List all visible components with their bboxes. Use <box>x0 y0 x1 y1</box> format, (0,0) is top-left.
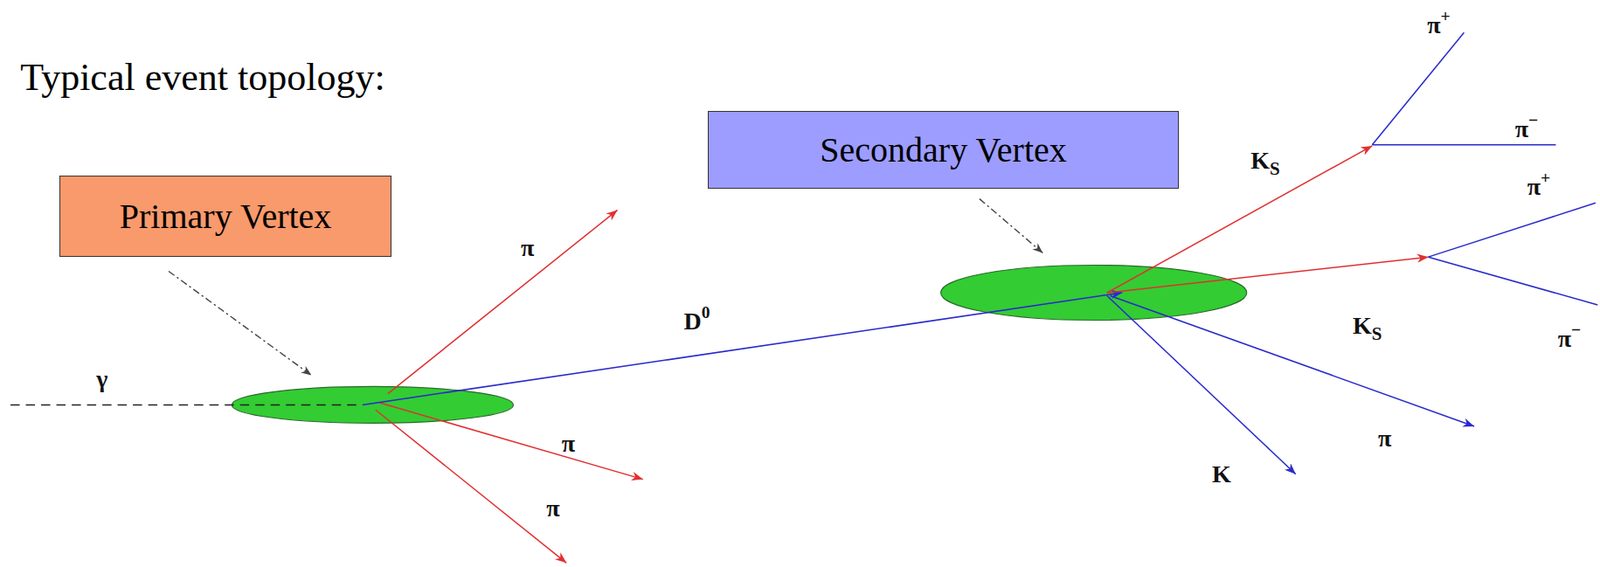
pion-track <box>387 209 618 394</box>
pion-track <box>380 402 644 480</box>
title: Typical event topology: <box>20 56 385 99</box>
pointer-line <box>168 270 312 375</box>
kaon-track <box>1107 296 1296 475</box>
pion-track <box>1428 202 1596 257</box>
callout-box: Primary Vertex <box>59 175 393 257</box>
secondary-vertex-ellipse <box>941 264 1247 320</box>
pointer-line <box>979 199 1043 254</box>
particle-label: γ <box>96 367 108 392</box>
pion-track <box>1109 296 1475 427</box>
particle-label: π− <box>1558 321 1582 352</box>
particle-label: KS <box>1250 148 1280 179</box>
box-label: Primary Vertex <box>119 197 333 236</box>
pion-track <box>1371 32 1464 145</box>
particle-label: D0 <box>684 304 711 335</box>
particle-label: π <box>561 431 575 457</box>
particle-label: π+ <box>1426 7 1451 38</box>
pion-track <box>375 409 567 563</box>
particle-label: K <box>1212 462 1232 487</box>
particle-label: π <box>1378 426 1392 451</box>
particle-label: π− <box>1515 111 1539 142</box>
particle-label: KS <box>1352 313 1382 344</box>
particle-label: π+ <box>1527 169 1552 200</box>
particle-label: π <box>546 496 560 521</box>
particle-label: π <box>520 235 534 261</box>
box-label: Secondary Vertex <box>819 131 1067 170</box>
d-meson-track <box>362 292 1123 405</box>
pion-track <box>1371 144 1556 146</box>
photon-track <box>10 404 360 407</box>
kshort-track <box>1107 256 1429 293</box>
pion-track <box>1428 256 1599 305</box>
callout-box: Secondary Vertex <box>707 110 1178 189</box>
